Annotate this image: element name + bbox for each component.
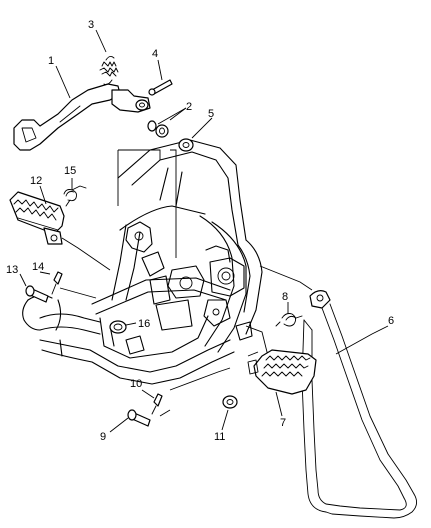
callout-3: 3	[88, 19, 94, 31]
callout-4: 4	[152, 48, 158, 60]
washer-icon-5	[178, 138, 194, 152]
callout-6: 6	[388, 315, 394, 327]
callout-15: 15	[64, 165, 76, 177]
callout-10: 10	[130, 378, 142, 390]
washer-icon-11	[222, 395, 238, 409]
callout-8: 8	[282, 291, 288, 303]
footrest-icon-7	[247, 349, 317, 395]
callout-9: 9	[100, 431, 106, 443]
callout-labels: 1 2 3 4 5 6 7 8 9 10 11 12 13 14 15 16	[6, 19, 394, 443]
callout-7: 7	[280, 417, 286, 429]
cotter-pin-icon-4	[148, 79, 173, 96]
callout-5: 5	[208, 108, 214, 120]
callout-11: 11	[214, 431, 225, 443]
callout-13: 13	[6, 264, 18, 276]
assembly-guide-lines	[59, 149, 313, 417]
torsion-spring-icon-15	[63, 185, 87, 207]
sidestand-icon	[301, 290, 417, 519]
callout-12: 12	[30, 175, 42, 187]
torsion-spring-icon-8	[275, 313, 303, 327]
cotter-pin-icon-14	[51, 271, 63, 295]
brake-pedal-icon	[13, 83, 151, 151]
pin-icon-9	[127, 409, 151, 427]
callout-2: 2	[186, 101, 192, 113]
callout-1: 1	[48, 55, 54, 67]
callout-14: 14	[32, 261, 44, 273]
callout-16: 16	[138, 318, 150, 330]
footrest-icon-12	[9, 191, 65, 245]
washer-pair-icon	[147, 120, 169, 138]
cotter-pin-icon-10	[151, 393, 163, 415]
pin-icon-13	[25, 285, 49, 303]
bolt-icon	[109, 320, 127, 334]
callout-leaders	[19, 29, 389, 433]
frame-assembly	[22, 139, 263, 385]
spring-icon	[99, 55, 119, 85]
